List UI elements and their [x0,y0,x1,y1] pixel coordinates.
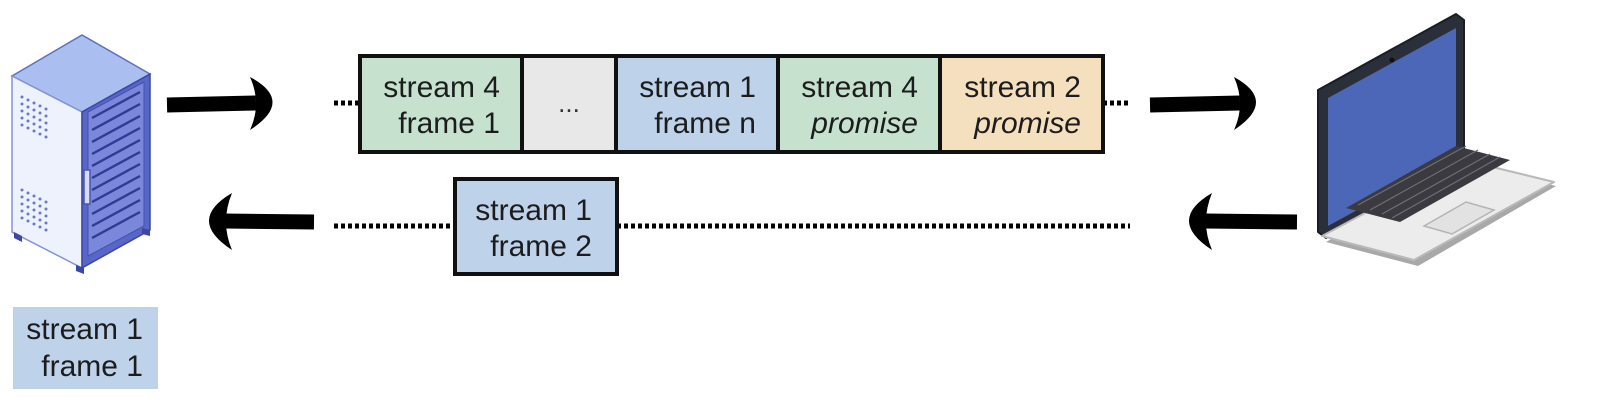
frame-box-stream-4-promise: stream 4 promise [778,56,940,152]
connector-lines [334,100,1130,229]
incoming-frame-line2: frame 2 [490,230,592,263]
frame-line2-promise: promise [973,107,1081,140]
frame-line1: stream 2 [964,71,1081,104]
outgoing-arrow-right [1149,77,1256,130]
incoming-frame-box: stream 1 frame 2 [453,177,619,276]
incoming-frame-line1: stream 1 [475,194,592,227]
server-rack-icon [10,34,152,274]
incoming-arrow-left [209,193,315,250]
incoming-arrow-right [1189,193,1298,250]
frame-box-stream-1-frame-n: stream 1 frame n [616,56,778,152]
laptop-icon [1317,13,1556,266]
frame-box-ellipsis: ... [522,56,616,152]
outgoing-arrow-left [166,77,273,130]
outgoing-frame-strip: stream 4 frame 1 ... stream 1 frame n st… [358,54,1105,154]
ellipsis-label: ... [558,88,580,118]
pending-frame-line1: stream 1 [26,313,143,346]
frame-line1: stream 4 [801,71,918,104]
outgoing-strip-border [358,54,1105,154]
frame-line2: frame 1 [398,107,500,140]
frame-box-stream-2-promise: stream 2 promise [940,56,1103,152]
frame-line1: stream 4 [383,71,500,104]
frame-line1: stream 1 [639,71,756,104]
frame-line2-promise: promise [810,107,918,140]
pending-frame-line2: frame 1 [41,350,143,383]
server-pending-frame: stream 1 frame 1 [13,307,158,389]
frame-line2: frame n [654,107,756,140]
frame-box-stream-4-frame-1: stream 4 frame 1 [360,56,522,152]
outgoing-strip-dividers [520,56,942,152]
